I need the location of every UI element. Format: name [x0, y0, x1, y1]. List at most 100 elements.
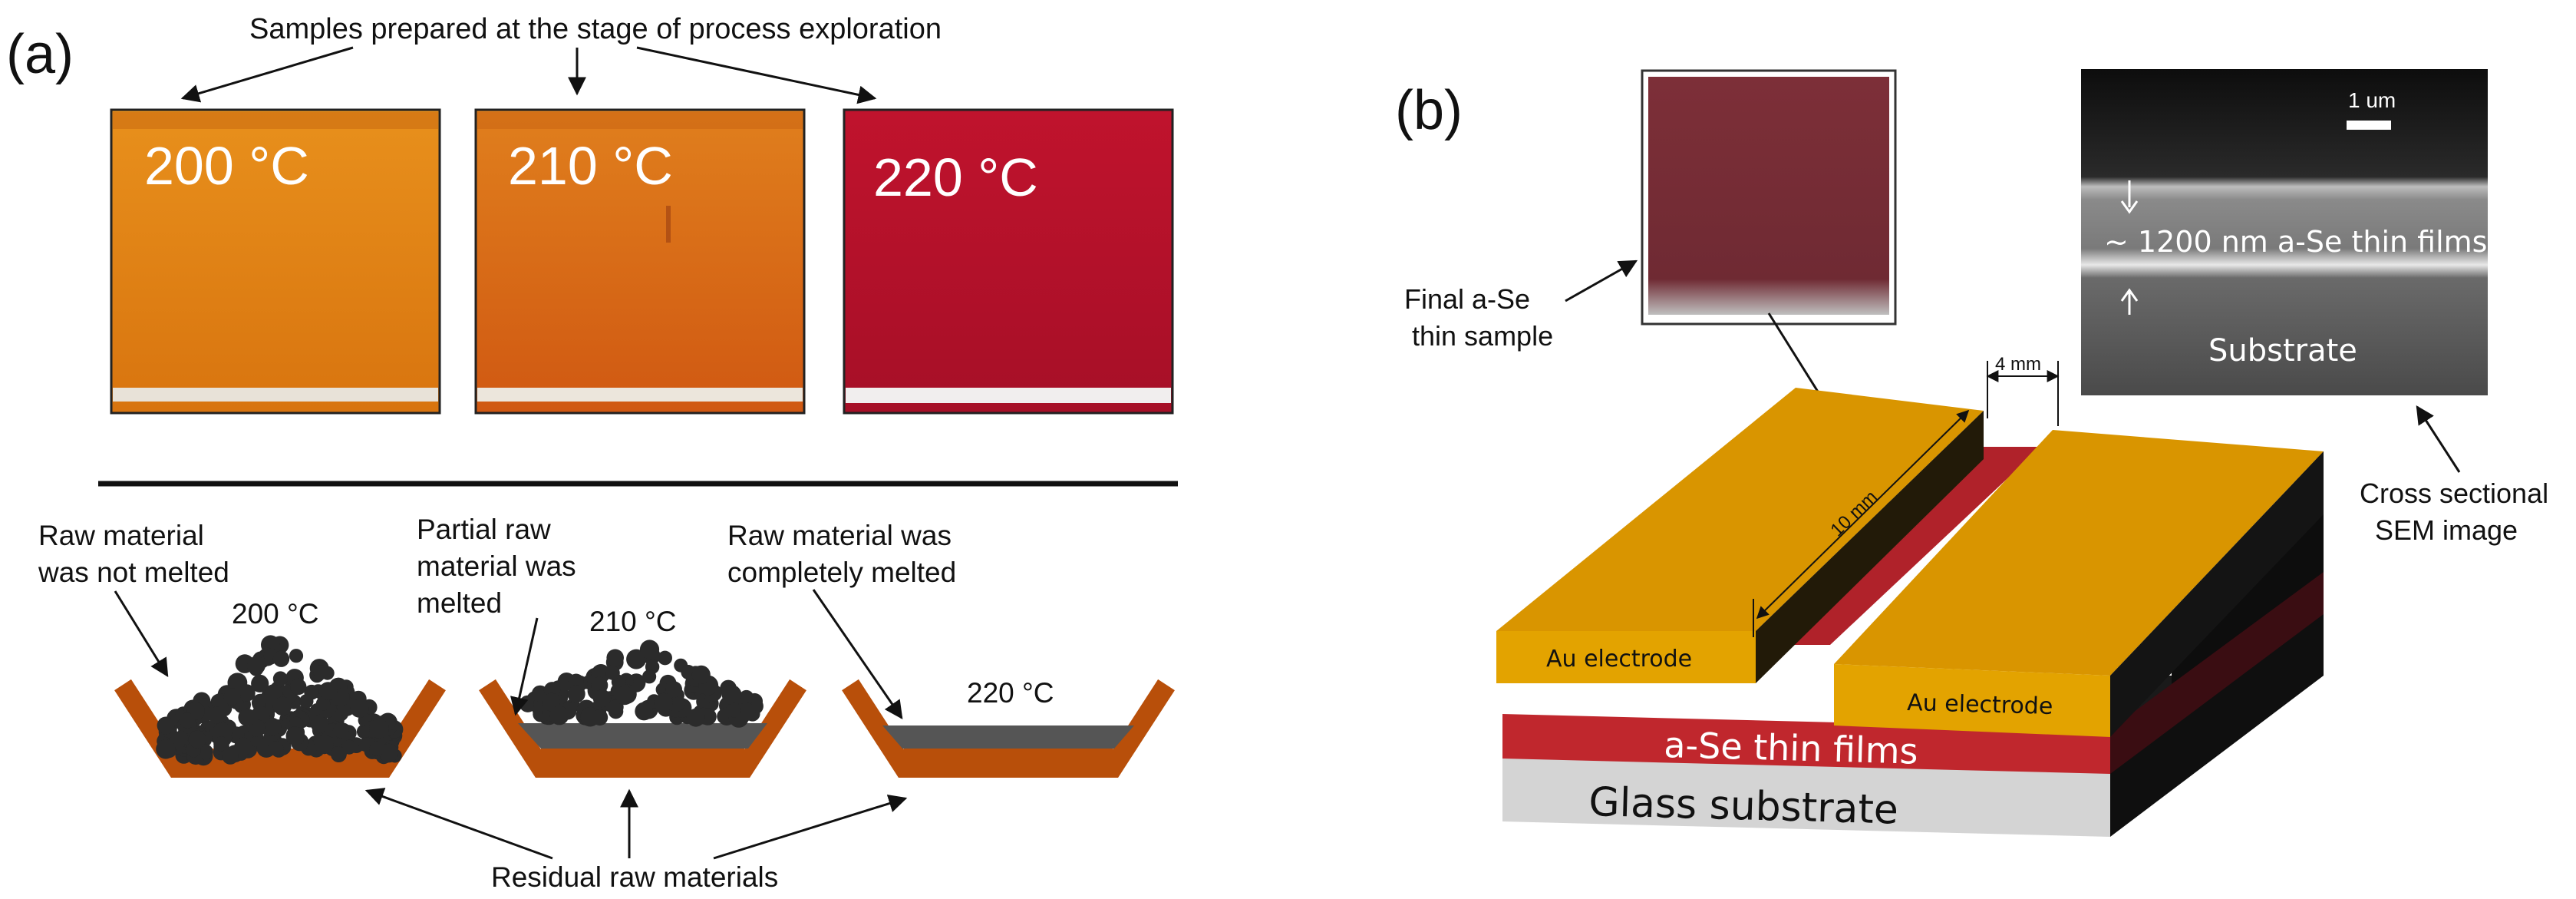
crucible2-arrow [510, 617, 539, 716]
residual-arrow-right [713, 794, 908, 860]
crucible-200 [114, 635, 446, 778]
particle [369, 741, 384, 756]
particle [262, 717, 282, 737]
particle [272, 696, 292, 716]
crucible1-label-line1: Raw material [38, 520, 204, 551]
crucible2-label-line2: material was [417, 550, 576, 582]
residual-label: Residual raw materials [491, 861, 778, 893]
sem-caption-arrow [2416, 405, 2461, 473]
particle [615, 686, 635, 706]
title-arrow-left [180, 46, 354, 103]
crucible2-label-line1: Partial raw [417, 514, 551, 545]
final-sample-arrow [1565, 259, 1638, 302]
particle [289, 649, 304, 663]
particle [658, 650, 672, 666]
melt-220 [882, 725, 1134, 749]
particle [247, 656, 266, 675]
device-3d [1496, 361, 2324, 837]
particle [318, 682, 338, 700]
crucible-210 [479, 640, 806, 778]
sem-substrate-label: Substrate [2208, 333, 2357, 369]
particle [251, 674, 269, 693]
crucible3-temp: 220 °C [967, 677, 1054, 709]
particle [198, 744, 213, 759]
film-label: a-Se thin films [1664, 724, 1918, 772]
crucible2-temp: 210 °C [589, 606, 677, 637]
sample-temp-210: 210 °C [508, 136, 673, 196]
particle [665, 681, 683, 698]
particle [269, 741, 284, 756]
crucible3-arrow [812, 589, 903, 719]
substrate-label: Glass substrate [1588, 779, 1899, 834]
particle [737, 702, 756, 722]
particle [369, 718, 389, 739]
electrode-left-front [1496, 631, 1756, 683]
sample-temp-220: 220 °C [873, 147, 1038, 207]
electrode-right-label: Au electrode [1907, 689, 2053, 720]
particle [238, 708, 256, 726]
sample-photo-200: 200 °C [110, 108, 441, 415]
final-sample-photo [1641, 69, 1897, 326]
particle [304, 684, 319, 700]
sem-caption-line1: Cross sectional [2360, 478, 2548, 509]
particle [290, 678, 307, 696]
particle [310, 714, 329, 733]
particle [285, 726, 305, 745]
particle [654, 692, 673, 712]
crucible3-label-line1: Raw material was [727, 520, 952, 551]
raw-material-particles-200 [156, 635, 404, 766]
particle [350, 699, 369, 718]
particle [549, 706, 569, 725]
particle [681, 665, 696, 680]
melt-210 [518, 723, 767, 749]
particle [315, 696, 331, 711]
sem-scale-label: 1 um [2348, 88, 2396, 112]
particle [635, 702, 654, 721]
particle [157, 716, 175, 735]
electrode-left-label: Au electrode [1546, 646, 1692, 673]
crucible1-arrow [114, 590, 169, 678]
particle [188, 730, 206, 749]
particle [173, 730, 189, 745]
particle [222, 748, 239, 765]
particle [238, 684, 256, 702]
gap-dimension-label: 4 mm [1995, 354, 2041, 375]
particle [272, 671, 288, 686]
electrode-right-front [1834, 664, 2110, 737]
glass-substrate [1502, 756, 2110, 837]
particle [213, 736, 229, 752]
particle [156, 739, 176, 759]
sample-temp-200: 200 °C [144, 136, 309, 196]
particle [313, 665, 328, 680]
sem-layer-label: ~ 1200 nm a-Se thin films [2104, 225, 2487, 259]
final-sample-label-line1: Final a-Se [1404, 283, 1530, 315]
particle [592, 689, 612, 708]
particle [686, 708, 705, 727]
sample-photo-210: 210 °C [474, 108, 806, 415]
particle [315, 735, 334, 755]
particle [567, 685, 585, 703]
particle [721, 685, 742, 705]
crucible3-label-line2: completely melted [727, 557, 956, 588]
sample-photo-220: 220 °C [843, 108, 1174, 415]
sem-image: 1 um ~ 1200 nm a-Se thin films Substrate [2081, 69, 2488, 395]
crucible1-temp: 200 °C [232, 598, 319, 630]
particle [331, 746, 347, 762]
particle [272, 650, 290, 667]
particle [223, 688, 241, 706]
crucible2-label-line3: melted [417, 587, 502, 619]
length-dimension-line [1756, 409, 1970, 620]
particle [606, 649, 624, 667]
title-arrow-right [636, 46, 877, 104]
particle [568, 673, 584, 689]
particle [332, 722, 349, 739]
residual-arrow-left [364, 788, 553, 860]
particle [691, 665, 711, 684]
particle [605, 666, 620, 680]
particle [264, 684, 283, 702]
panel-a-label: (a) [6, 24, 74, 85]
samples-title: Samples prepared at the stage of process… [249, 13, 942, 45]
particle [592, 709, 609, 726]
particle [208, 706, 226, 724]
